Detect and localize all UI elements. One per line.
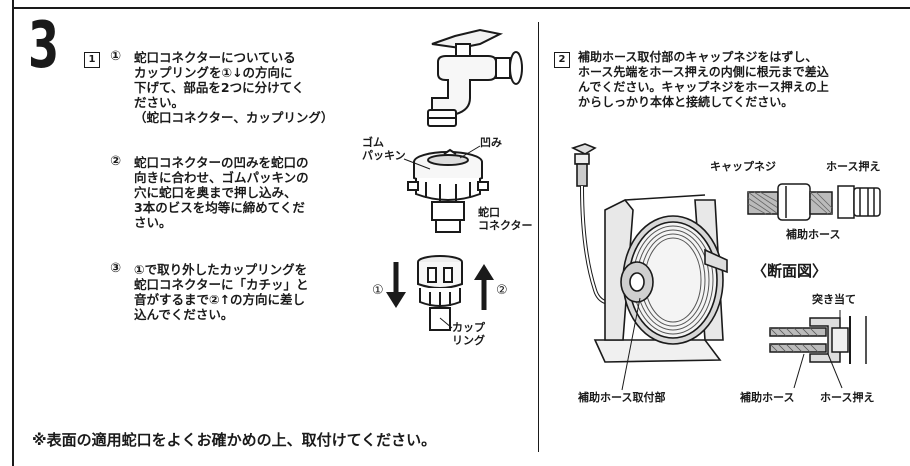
label-aux-hose-mount: 補助ホース取付部 xyxy=(578,391,666,404)
label-cap-screw: キャップネジ xyxy=(710,160,776,173)
coupling-illustration xyxy=(417,255,463,331)
box-number-1: 1 xyxy=(84,52,100,68)
step-number: 3 xyxy=(28,9,60,83)
label-gasket: ゴム パッキン xyxy=(362,136,406,162)
left-margin-bar xyxy=(0,0,14,466)
arrow-2-mark: ② xyxy=(496,283,508,298)
step-2-text: 補助ホース取付部のキャップネジをはずし、 ホース先端をホース押えの内側に根元まで… xyxy=(578,50,829,109)
label-hose-holder-2: ホース押え xyxy=(820,391,875,404)
section-view-title: 〈断面図〉 xyxy=(752,262,828,280)
label-stop: 突き当て xyxy=(812,293,856,306)
label-aux-hose-2: 補助ホース xyxy=(740,391,795,404)
dent-leader-line xyxy=(459,145,481,159)
top-rule xyxy=(14,7,910,9)
label-faucet-connector: 蛇口 コネクター xyxy=(478,206,533,232)
caution-note: ※表面の適用蛇口をよくお確かめの上、取付けてください。 xyxy=(32,431,437,449)
mount-leader-line xyxy=(621,297,641,391)
label-dent: 凹み xyxy=(480,136,502,149)
column-divider xyxy=(538,22,539,452)
arrow-1-mark: ① xyxy=(372,283,384,298)
label-coupling: カップ リング xyxy=(452,321,485,347)
faucet-illustration xyxy=(427,28,523,127)
coupling-leader-line xyxy=(439,317,453,329)
substep-1-mark: ① xyxy=(110,49,122,64)
substep-3-text: ①で取り外したカップリングを 蛇口コネクターに「カチッ」と 音がするまで②↑の方… xyxy=(134,262,309,322)
substep-2-mark: ② xyxy=(110,154,122,169)
section-leader-lines xyxy=(793,353,843,389)
gasket-leader-line xyxy=(403,158,431,170)
cap-screw-parts-illustration xyxy=(747,183,881,221)
substep-2-text: 蛇口コネクターの凹みを蛇口の 向きに合わせ、ゴムパッキンの 穴に蛇口を奥まで押し… xyxy=(134,155,309,230)
down-arrow-icon xyxy=(386,262,406,308)
substep-3-mark: ③ xyxy=(110,261,122,276)
label-aux-hose: 補助ホース xyxy=(786,228,841,241)
box-number-2: 2 xyxy=(554,52,570,68)
up-arrow-icon xyxy=(474,264,494,310)
connector-illustration xyxy=(407,148,489,233)
hose-reel-illustration xyxy=(570,143,728,363)
substep-1-text: 蛇口コネクターについている カップリングを①↓の方向に 下げて、部品を2つに分け… xyxy=(134,50,334,125)
label-hose-holder: ホース押え xyxy=(826,160,881,173)
section-view-illustration xyxy=(769,310,867,364)
